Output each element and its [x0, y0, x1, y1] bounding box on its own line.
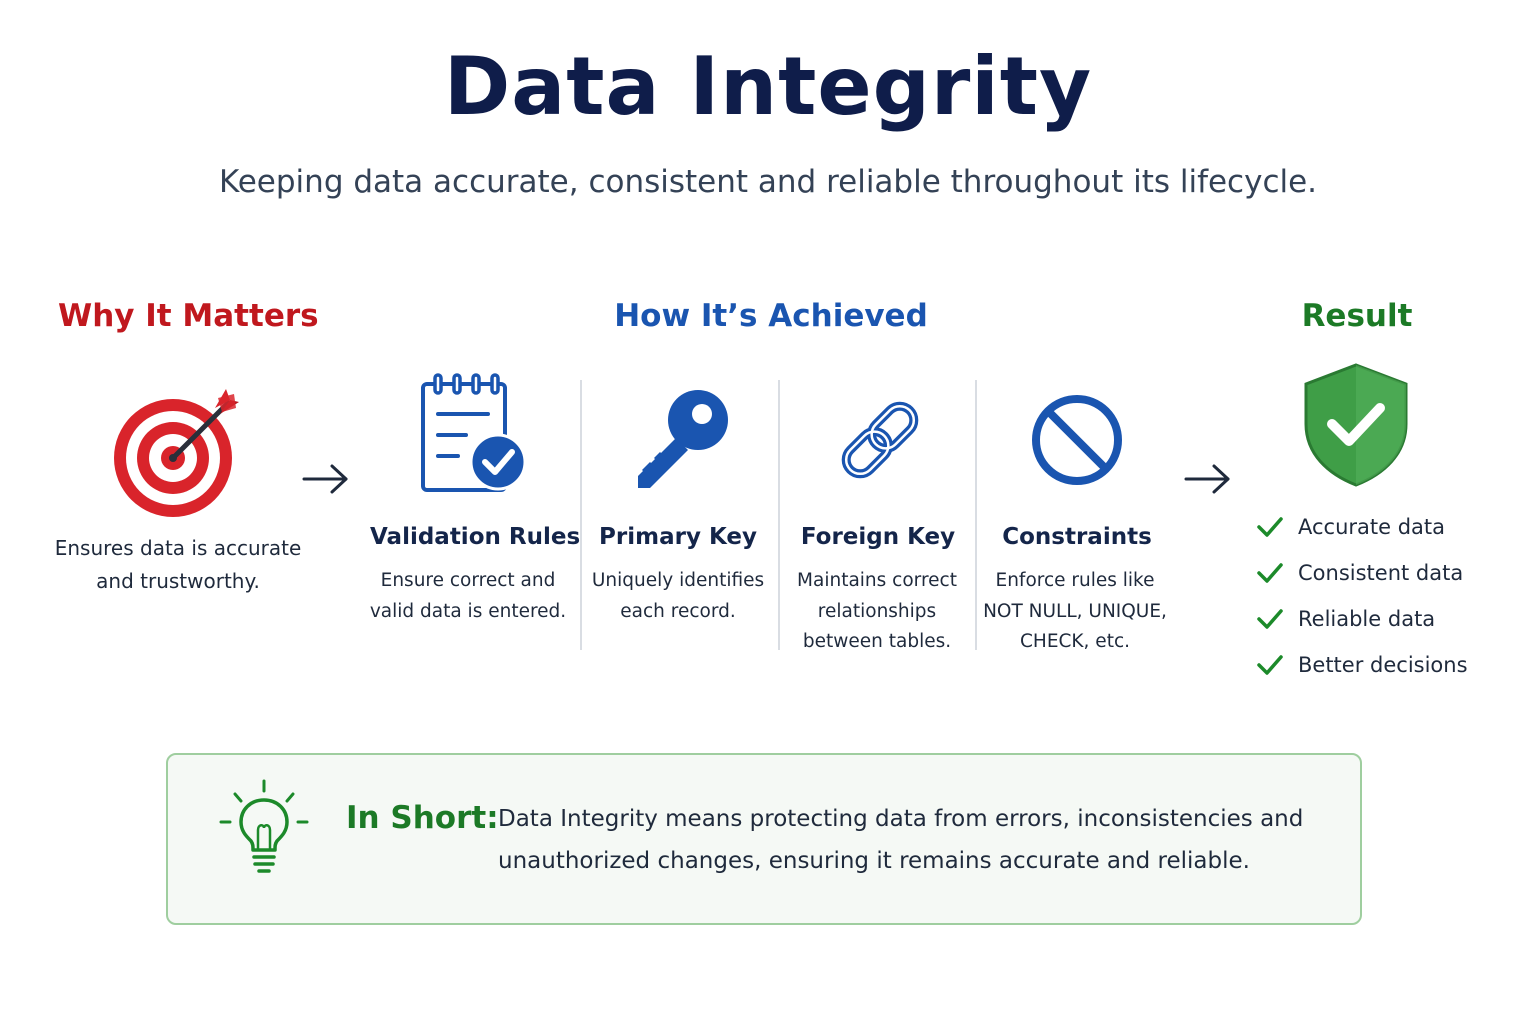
how-heading: How It’s Achieved — [614, 298, 928, 334]
step-desc-primary-key: Uniquely identifies each record. — [591, 570, 765, 622]
step-title-foreign-key: Foreign Key — [800, 524, 956, 550]
clipboard-check-icon — [418, 372, 530, 496]
result-item-label: Reliable data — [1298, 607, 1436, 631]
target-icon — [110, 386, 246, 522]
why-description: Ensures data is accurate and trustworthy… — [54, 536, 302, 593]
page-subtitle: Keeping data accurate, consistent and re… — [218, 164, 1318, 200]
result-item-label: Consistent data — [1298, 561, 1464, 585]
summary-label: In Short: — [346, 800, 499, 836]
check-icon — [1257, 517, 1283, 537]
result-heading: Result — [1301, 298, 1413, 334]
result-item: Better decisions — [1256, 642, 1526, 688]
link-icon — [834, 392, 926, 488]
step-title-validation: Validation Rules — [370, 524, 581, 550]
check-icon — [1257, 563, 1283, 583]
divider — [778, 380, 780, 650]
result-item: Accurate data — [1256, 504, 1526, 550]
divider — [580, 380, 582, 650]
step-desc-constraints: Enforce rules like NOT NULL, UNIQUE, CHE… — [983, 570, 1167, 652]
result-item: Consistent data — [1256, 550, 1526, 596]
page-title: Data Integrity — [443, 40, 1093, 133]
result-list: Accurate data Consistent data Reliable d… — [1256, 504, 1526, 688]
prohibited-icon — [1030, 390, 1124, 490]
key-icon — [632, 384, 732, 492]
step-title-primary-key: Primary Key — [599, 524, 757, 550]
summary-text: Data Integrity means protecting data fro… — [498, 806, 1304, 874]
result-item-label: Better decisions — [1298, 653, 1468, 677]
step-desc-foreign-key: Maintains correct relationships between … — [797, 570, 957, 652]
check-icon — [1257, 655, 1283, 675]
result-item: Reliable data — [1256, 596, 1526, 642]
step-title-constraints: Constraints — [1002, 524, 1152, 550]
summary-box — [166, 753, 1362, 925]
divider — [975, 380, 977, 650]
arrow-right-icon — [302, 462, 350, 496]
result-item-label: Accurate data — [1298, 515, 1446, 539]
step-desc-validation: Ensure correct and valid data is entered… — [369, 570, 567, 622]
lightbulb-icon — [218, 778, 310, 878]
arrow-right-icon — [1184, 462, 1232, 496]
check-icon — [1257, 609, 1283, 629]
shield-check-icon — [1302, 362, 1410, 488]
why-heading: Why It Matters — [58, 298, 319, 334]
